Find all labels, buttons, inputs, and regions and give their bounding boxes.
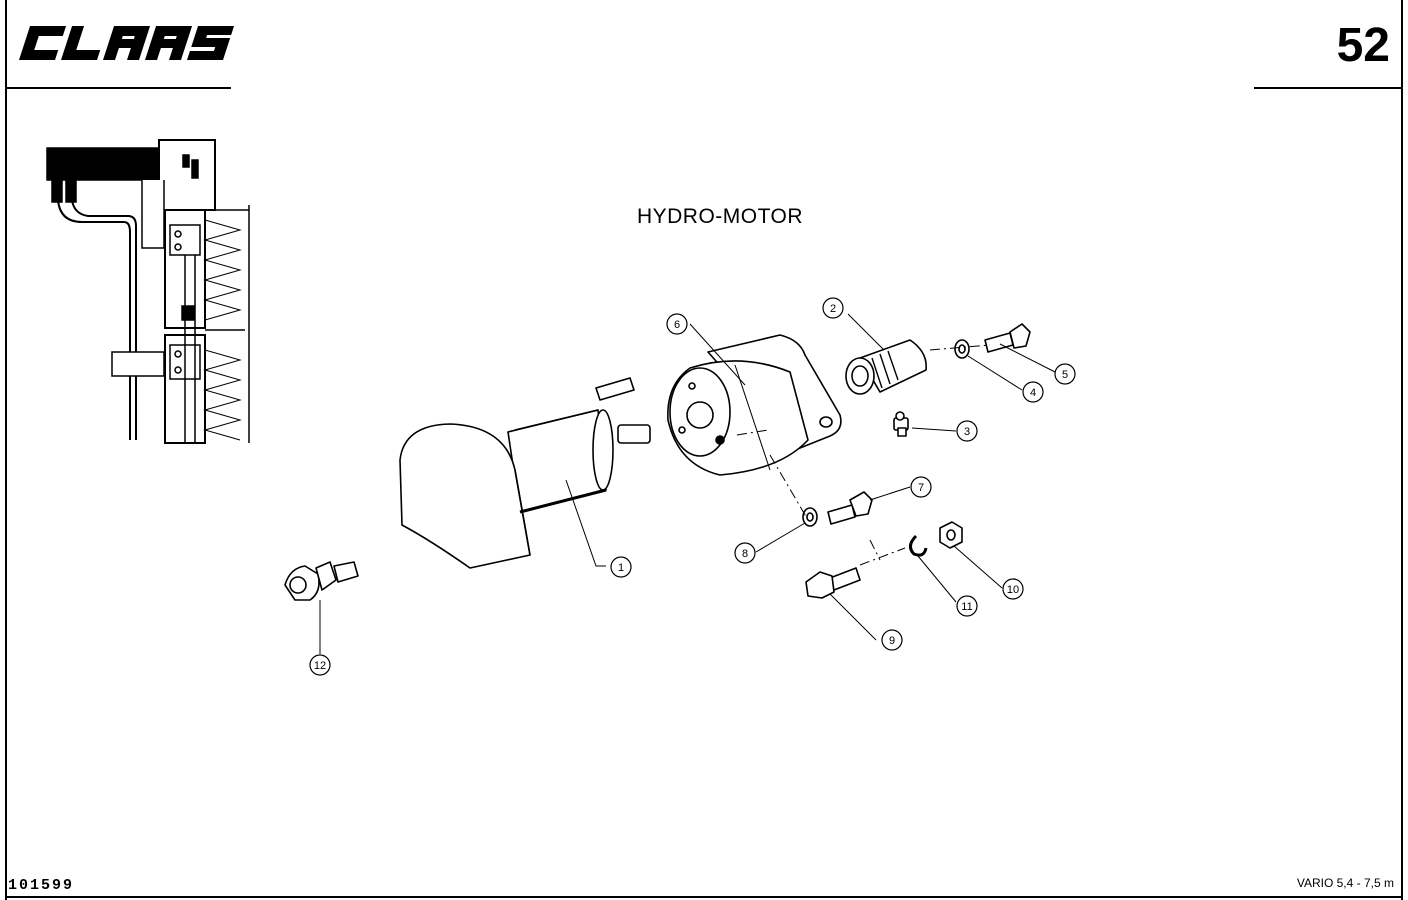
callout-1: 1 <box>610 556 632 578</box>
page-frame-bottom <box>5 896 1403 898</box>
svg-text:5: 5 <box>1062 369 1068 381</box>
leader-lines <box>319 313 1056 654</box>
svg-text:3: 3 <box>964 426 970 438</box>
callout-9: 9 <box>881 629 903 651</box>
svg-text:8: 8 <box>742 548 748 560</box>
svg-text:4: 4 <box>1030 387 1036 399</box>
part-11-spring-washer <box>909 534 928 557</box>
part-9-hex-bolt <box>805 567 861 599</box>
inset-housing <box>158 139 216 211</box>
page-frame-right <box>1401 0 1403 900</box>
model-label: VARIO 5,4 - 7,5 m <box>1296 876 1394 890</box>
part-6-flange-housing <box>667 334 842 476</box>
callout-11: 11 <box>956 595 978 617</box>
part-3-grease-nipple <box>893 411 909 437</box>
callout-7: 7 <box>910 476 932 498</box>
feather-key <box>595 377 635 401</box>
svg-text:12: 12 <box>314 660 326 672</box>
diagram-title: HYDRO-MOTOR <box>636 205 804 228</box>
callout-4: 4 <box>1022 381 1044 403</box>
part-12-bolt-with-nut <box>284 561 359 601</box>
claas-logo <box>19 26 235 60</box>
part-4-washer <box>954 339 970 359</box>
callout-10: 10 <box>1002 578 1024 600</box>
location-inset <box>46 139 250 444</box>
svg-text:1: 1 <box>618 562 624 574</box>
part-10-hex-nut <box>939 521 963 549</box>
drawing-number: 101599 <box>8 877 75 894</box>
callout-5: 5 <box>1054 363 1076 385</box>
part-8-washer <box>802 507 818 527</box>
svg-text:9: 9 <box>889 635 895 647</box>
svg-text:11: 11 <box>961 601 972 613</box>
header-rule-left <box>5 87 231 89</box>
page-frame-left <box>5 0 7 900</box>
header-rule-right <box>1254 87 1403 89</box>
part-2-coupling-sleeve <box>845 339 927 395</box>
callout-12: 12 <box>309 654 331 676</box>
callout-3: 3 <box>956 420 978 442</box>
svg-text:7: 7 <box>918 482 924 494</box>
part-1-hydraulic-motor <box>399 409 651 569</box>
callout-2: 2 <box>822 297 844 319</box>
callout-6: 6 <box>666 313 688 335</box>
page-number: 52 <box>1336 19 1390 72</box>
assembly-center-lines <box>736 344 991 566</box>
svg-text:2: 2 <box>830 303 836 315</box>
svg-text:10: 10 <box>1007 584 1019 596</box>
inset-motor-block <box>46 147 160 181</box>
part-7-bolt <box>827 491 873 525</box>
part-5-bolt <box>984 323 1031 353</box>
callout-8: 8 <box>734 542 756 564</box>
callouts: 1 2 3 4 5 6 7 8 9 10 11 12 <box>309 297 1076 676</box>
svg-text:6: 6 <box>674 319 680 331</box>
